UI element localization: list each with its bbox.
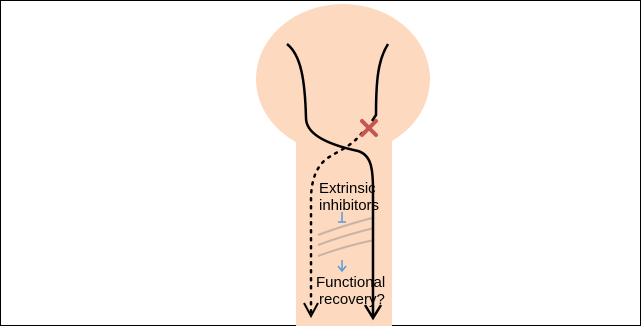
recovery-label-line2: recovery? <box>319 291 385 308</box>
recovery-label-line1: Functional <box>316 274 385 291</box>
inhibitors-label-line1: Extrinsic <box>319 180 376 197</box>
inhibitors-label-line2: inhibitors <box>319 197 379 214</box>
